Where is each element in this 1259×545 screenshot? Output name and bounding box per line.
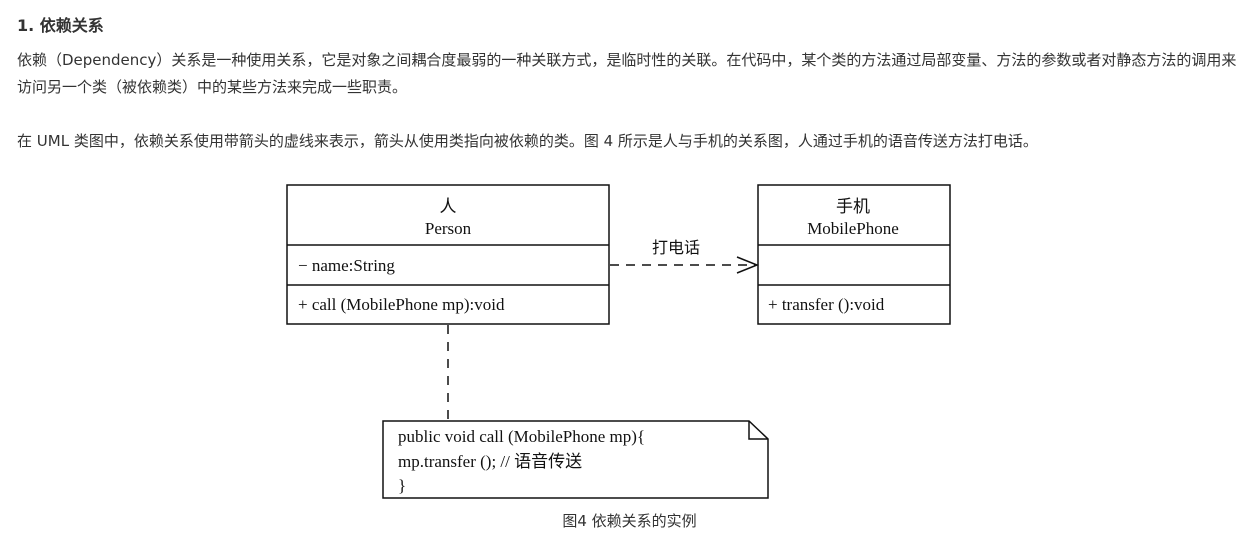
note-line-2: mp.transfer (); // 语音传送 [398, 452, 582, 471]
mobilephone-class-box: 手机 MobilePhone + transfer ():void [757, 184, 951, 325]
person-method: + call (MobilePhone mp):void [298, 295, 505, 314]
figure-caption-text: 图4 依赖关系的实例 [562, 512, 697, 530]
phone-title-cn: 手机 [836, 197, 870, 217]
figure-caption: 图4 依赖关系的实例 [0, 510, 1259, 531]
paragraph-definition: 依赖（Dependency）关系是一种使用关系，它是对象之间耦合度最弱的一种关联… [17, 51, 1237, 96]
person-attribute: − name:String [298, 256, 395, 275]
note-line-1: public void call (MobilePhone mp){ [398, 427, 645, 446]
code-note: public void call (MobilePhone mp){ mp.tr… [382, 420, 769, 499]
person-class-box: 人 Person − name:String + call (MobilePho… [286, 184, 610, 325]
paragraph-uml-description: 在 UML 类图中，依赖关系使用带箭头的虚线来表示，箭头从使用类指向被依赖的类。… [17, 132, 1038, 150]
dependency-label: 打电话 [652, 238, 700, 257]
person-title-en: Person [425, 219, 472, 238]
dependency-arrow: 打电话 [610, 238, 760, 274]
note-line-3: } [398, 476, 406, 495]
phone-title-en: MobilePhone [807, 219, 899, 238]
person-title-cn: 人 [440, 197, 457, 217]
phone-method: + transfer ():void [768, 295, 885, 314]
section-heading: 1. 依赖关系 [17, 16, 104, 35]
